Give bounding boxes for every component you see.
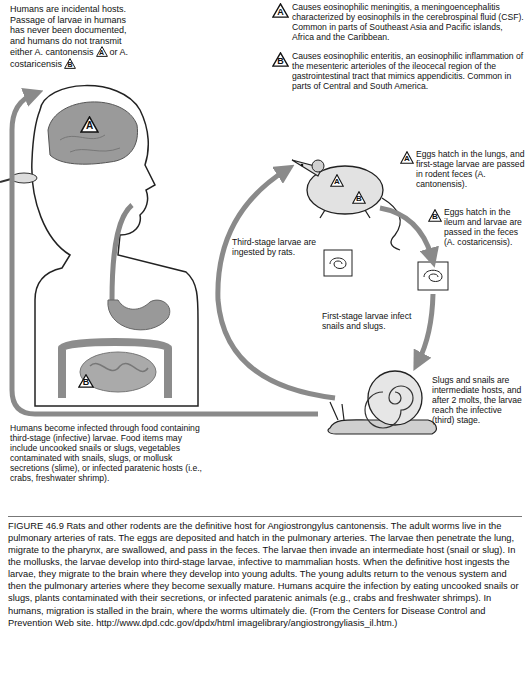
illustration-stroke [11,173,37,183]
triangle-shape [273,53,288,66]
annotation-text: Eggs hatch in the lungs, and first-stage… [416,149,524,189]
illustration-stroke [368,371,422,425]
annotation-block: Humans become infected through food cont… [10,424,208,484]
marker-letter: A [96,49,108,57]
annotation-text: Third-stage larvae are ingested by rats. [232,237,316,257]
illustration-stroke [12,94,318,414]
annotation-text: Humans are incidental hosts. Passage of … [10,4,127,57]
triangle-shape [79,375,93,387]
illustration-stroke [218,170,335,398]
annotation-block: Third-stage larvae are ingested by rats. [232,238,318,258]
illustration-stroke [324,250,352,276]
illustration-stroke [32,86,198,406]
marker-letter: B [78,378,94,388]
illustration-stroke [380,208,432,258]
marker-triangle: A [80,116,99,133]
triangle-shape [81,117,98,132]
marker-triangle: B [78,374,94,388]
illustration-stroke [112,205,132,300]
annotation-block: First-stage larvae infect snails and slu… [322,312,416,332]
illustration-stroke [424,270,442,281]
annotation-text: Causes eosinophilic enteritis, an eosino… [292,51,523,91]
marker-letter: A [272,8,289,18]
note-paragraph: Humans are incidental hosts. Passage of … [10,4,142,70]
triangle-shape [331,175,344,187]
marker-letter: A [80,121,99,133]
annotation-text: First-stage larvae infect snails and slu… [322,311,411,331]
triangle-shape [429,210,442,222]
marker-triangle: A [272,3,289,18]
triangle-shape [65,59,76,69]
illustration-stroke [418,294,433,362]
illustration-stroke [418,262,448,290]
marker-triangle: B [272,52,289,67]
annotation-text: Humans become infected through food cont… [10,423,202,483]
marker-letter: B [428,213,442,222]
marker-triangle: B [64,58,76,69]
marker-letter: B [352,195,366,204]
triangle-shape [273,4,288,17]
illustration-stroke [312,160,324,172]
triangle-shape [353,192,366,204]
annotation-block: Eggs hatch in the ileum and larvae are p… [444,208,526,248]
annotation-text: Causes eosinophilic meningitis, a mening… [292,2,524,42]
marker-letter: B [64,61,76,69]
annotation-block: Causes eosinophilic meningitis, a mening… [292,3,526,43]
marker-triangle: A [400,151,414,164]
illustration-stroke [48,102,138,164]
illustration-stroke [330,258,346,269]
illustration-stroke [108,300,170,330]
illustration-stroke [365,386,413,428]
illustration-stroke [301,164,304,167]
illustration-stroke [320,210,370,218]
illustration-stroke [0,179,11,182]
illustration-stroke [382,198,400,250]
illustration-stroke [62,342,168,398]
marker-letter: A [330,178,344,187]
annotation-text: Slugs and snails are intermediate hosts,… [432,375,522,425]
annotation-block: Slugs and snails are intermediate hosts,… [432,376,526,426]
marker-letter: A [400,155,414,164]
annotation-text: Eggs hatch in the ileum and larvae are p… [444,207,522,247]
marker-triangle: B [428,209,442,222]
illustration-stroke [330,402,344,420]
annotation-block: Eggs hatch in the lungs, and first-stage… [416,150,526,190]
marker-triangle: A [96,46,108,57]
marker-triangle: B [352,191,366,204]
triangle-shape [96,47,107,57]
illustration-stroke [90,363,148,371]
annotation-block: Causes eosinophilic enteritis, an eosino… [292,52,526,92]
illustration-stroke [60,135,120,152]
marker-letter: B [272,57,289,67]
triangle-shape [401,152,414,164]
marker-triangle: A [330,174,344,187]
figure-caption: FIGURE 46.9 Rats and other rodents are t… [8,516,522,629]
